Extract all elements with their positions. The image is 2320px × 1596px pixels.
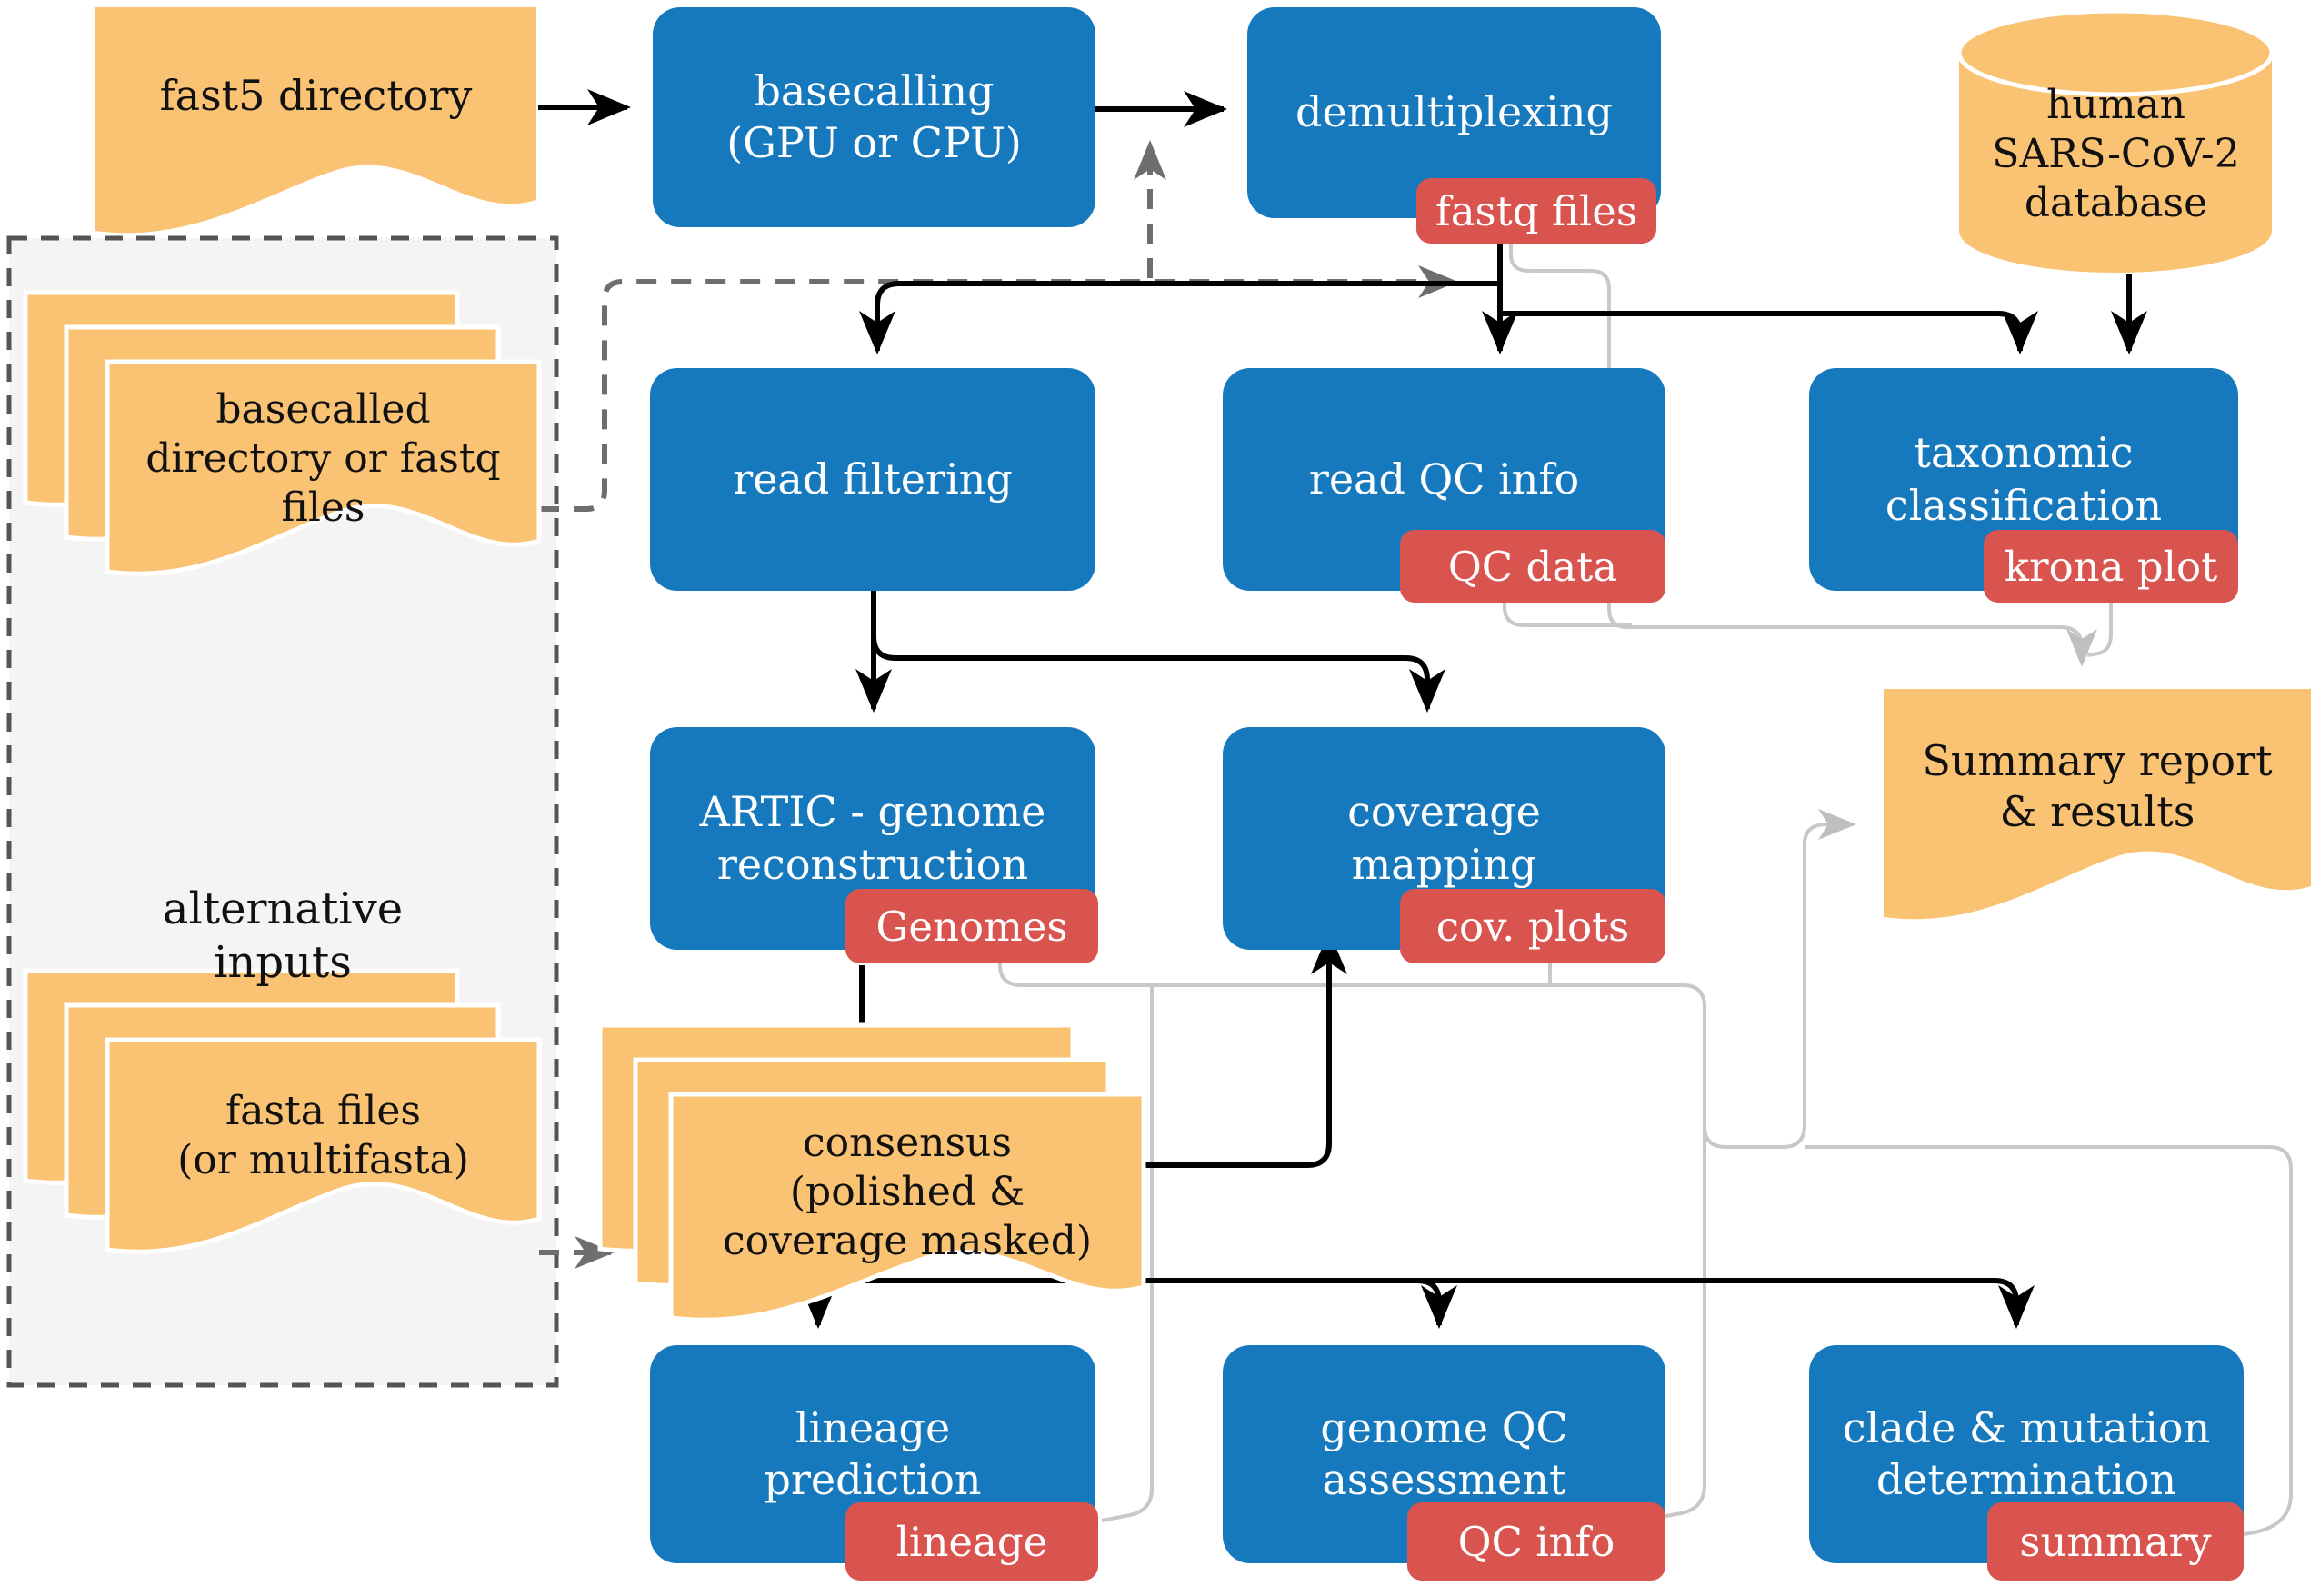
node-label: basecalling xyxy=(754,65,995,115)
basecalled-page-front xyxy=(105,359,542,576)
summary-document xyxy=(1884,689,2311,920)
badge-qc-info: QC info xyxy=(1407,1502,1665,1581)
node-label: read QC info xyxy=(1308,454,1580,504)
node-label: reconstruction xyxy=(716,839,1029,889)
doc-label-line: files xyxy=(281,484,365,531)
doc-label-line: (or multifasta) xyxy=(177,1137,469,1183)
node-label: assessment xyxy=(1322,1455,1566,1504)
doc-label-line: alternative xyxy=(162,883,404,935)
doc-label-line: (polished & xyxy=(789,1169,1025,1216)
doc-label-line: Summary report xyxy=(1922,735,2273,785)
arrow-junction-to-read-filtering xyxy=(859,281,1500,354)
doc-label-line: SARS-CoV-2 xyxy=(1992,131,2240,178)
doc-label-line: database xyxy=(2024,179,2208,226)
file-shapes xyxy=(23,7,2311,1322)
fasta-page-front xyxy=(105,1037,542,1254)
badge-krona-plot: krona plot xyxy=(1984,530,2238,603)
database-label: human SARS-CoV-2 database xyxy=(1959,68,2273,241)
node-label: ARTIC - genome xyxy=(699,787,1046,837)
connector-lineage-branch xyxy=(1101,985,1154,1522)
badge-label: krona plot xyxy=(2004,542,2218,591)
dashed-basecalled-to-junction xyxy=(539,265,1458,512)
summary-report-label: Summary report & results xyxy=(1884,723,2311,850)
consensus-page-front xyxy=(668,1092,1146,1322)
node-label: mapping xyxy=(1351,839,1537,889)
badge-label: lineage xyxy=(895,1517,1048,1566)
node-label: determination xyxy=(1875,1455,2177,1504)
node-label: (GPU or CPU) xyxy=(726,118,1022,167)
database-cylinder-body xyxy=(1959,53,2272,273)
connector-qcdata-to-trunk xyxy=(1503,603,1632,627)
doc-label-line: basecalled xyxy=(215,386,431,434)
doc-label-line: coverage masked) xyxy=(722,1217,1093,1264)
node-read-filtering: read filtering xyxy=(650,368,1095,591)
node-label: read filtering xyxy=(733,454,1013,504)
badge-label: QC data xyxy=(1447,542,1618,591)
alternative-inputs-label: alternative inputs xyxy=(9,868,556,1004)
doc-label-line: human xyxy=(2046,82,2185,129)
node-label: taxonomic xyxy=(1914,428,2134,478)
badge-label: cov. plots xyxy=(1435,902,1630,951)
connector-krona-to-trunk xyxy=(2086,602,2113,657)
fast5-directory-label: fast5 directory xyxy=(95,27,536,164)
fast5-document xyxy=(95,7,536,234)
node-label: prediction xyxy=(764,1455,982,1504)
node-label: classification xyxy=(1885,480,2163,530)
node-label: coverage xyxy=(1347,787,1541,837)
doc-label-line: directory or fastq xyxy=(145,435,501,483)
doc-label-line: consensus xyxy=(803,1120,1012,1167)
badge-label: fastq files xyxy=(1435,186,1637,235)
arrow-branch-to-genome-qc xyxy=(1416,1278,1457,1329)
fasta-files-label: fasta files (or multifasta) xyxy=(107,1077,539,1195)
node-label: lineage xyxy=(795,1402,951,1452)
node-label: demultiplexing xyxy=(1295,87,1613,137)
badge-cov-plots: cov. plots xyxy=(1400,889,1665,963)
line-consensus-bottom-branch xyxy=(818,1278,2035,1329)
badge-label: QC info xyxy=(1457,1517,1615,1566)
node-label: clade & mutation xyxy=(1842,1402,2211,1452)
basecalled-files-label: basecalled directory or fastq files xyxy=(107,382,539,536)
doc-label-line: fasta files xyxy=(225,1088,422,1135)
badge-lineage: lineage xyxy=(845,1502,1098,1581)
doc-label-line: inputs xyxy=(214,937,352,988)
badge-genomes: Genomes xyxy=(845,889,1098,963)
badge-qc-data: QC data xyxy=(1400,530,1665,603)
doc-label-line: fast5 directory xyxy=(159,70,473,120)
badge-summary: summary xyxy=(1987,1502,2244,1581)
alternative-input-connectors xyxy=(539,140,1458,1269)
connector-genomes-collector xyxy=(998,963,1706,1519)
node-basecalling: basecalling (GPU or CPU) xyxy=(653,7,1095,227)
connector-collector-to-summary xyxy=(1703,809,1856,1149)
badge-fastq-files: fastq files xyxy=(1416,178,1656,244)
consensus-label: consensus (polished & coverage masked) xyxy=(671,1111,1144,1274)
badge-label: Genomes xyxy=(875,902,1068,951)
doc-label-line: & results xyxy=(1999,787,2195,836)
badge-label: summary xyxy=(2019,1517,2212,1566)
arrow-junction-to-taxonomic xyxy=(1500,311,2038,354)
database-cylinder-lid xyxy=(1956,8,2275,97)
arrow-consensus-to-coverage xyxy=(1144,931,1347,1168)
connector-summarybadge-to-collector xyxy=(1805,1145,2293,1536)
node-label: genome QC xyxy=(1320,1402,1568,1452)
arrow-readfiltering-to-coverage xyxy=(871,635,1445,713)
